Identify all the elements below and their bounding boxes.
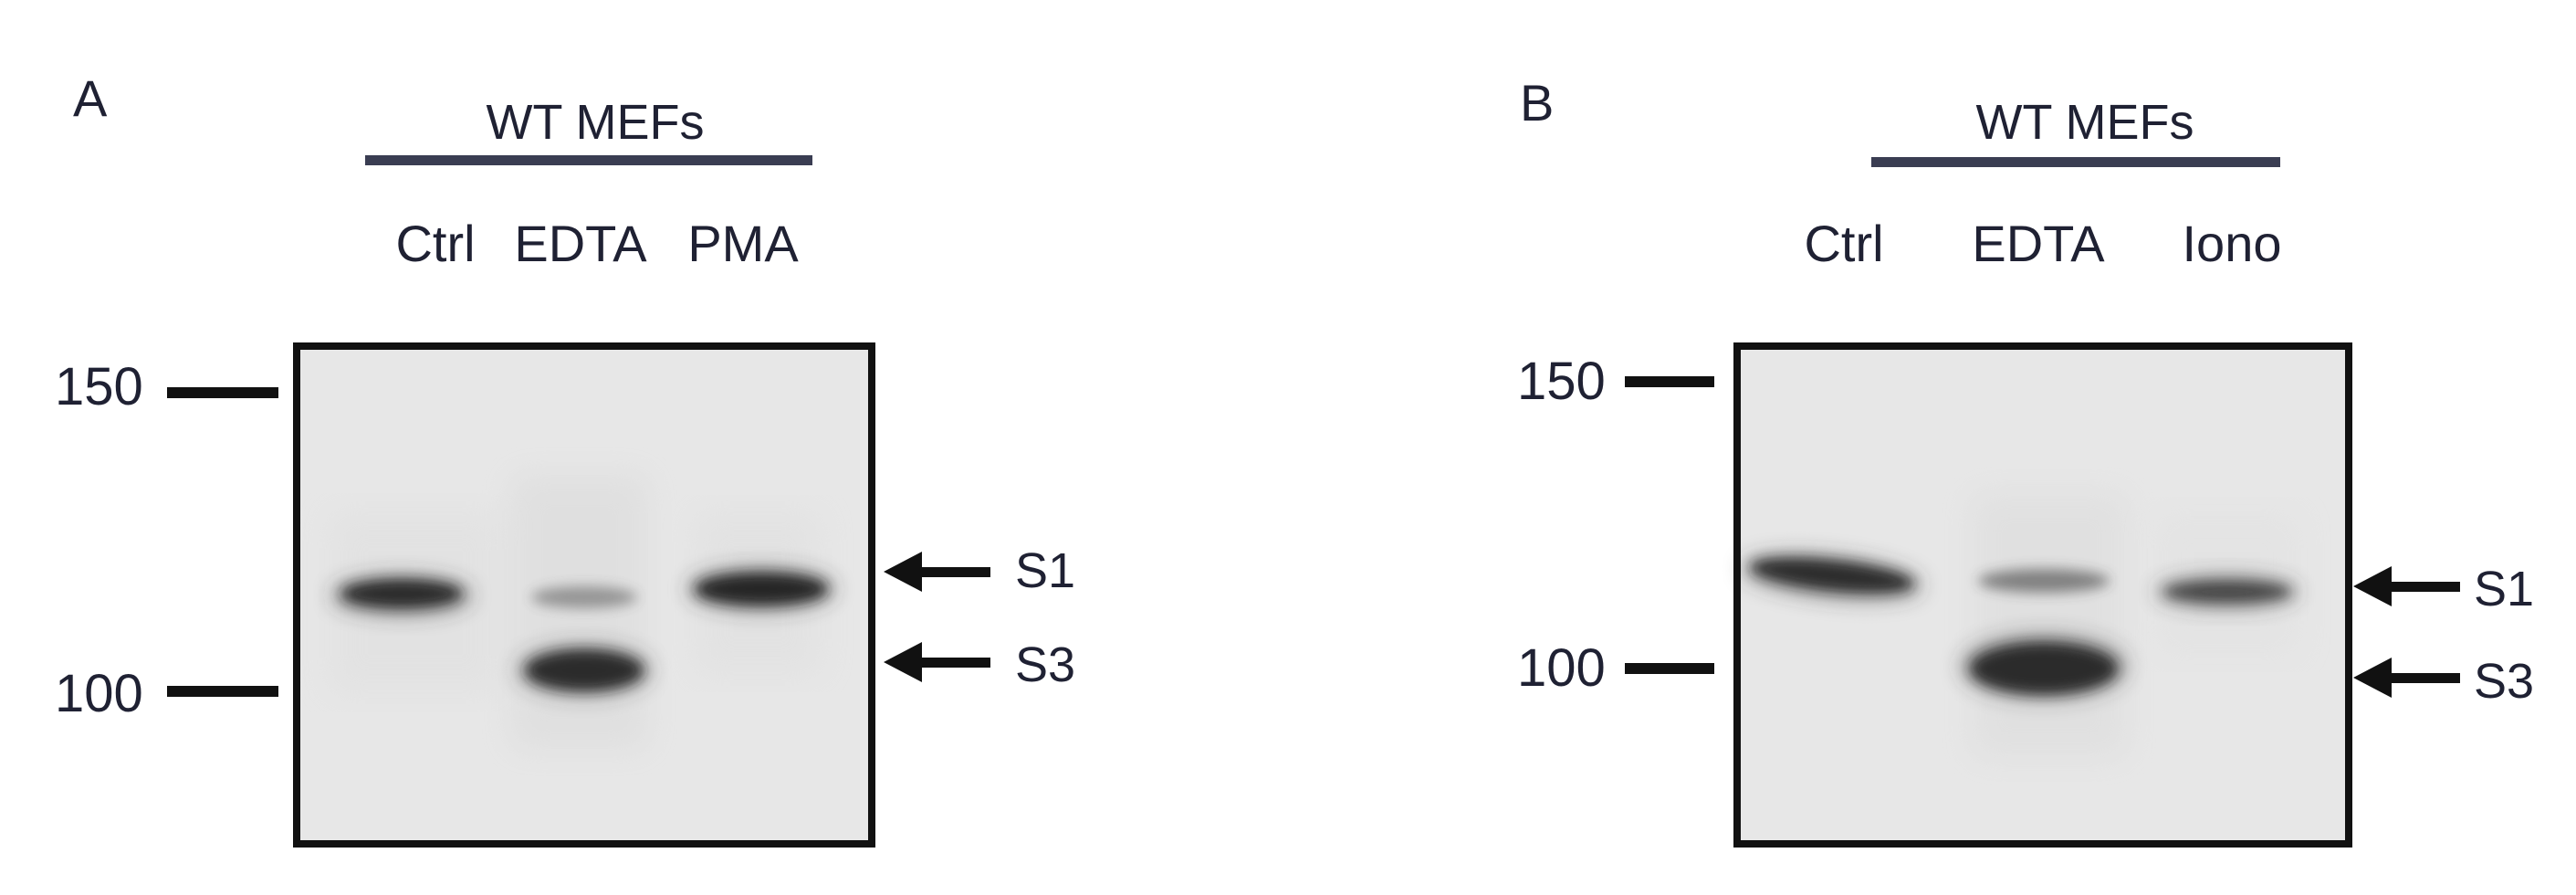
arrow-left-icon [2353,566,2460,606]
arrow-left-icon [2353,658,2460,698]
band-s1 [531,586,637,608]
marker-tick [167,387,278,398]
blot-image [1733,342,2352,848]
lane-smear [1972,493,2127,758]
group-label: WT MEFs [1976,95,2194,150]
band-s3 [526,650,643,690]
panel-b: B WT MEFs Ctrl EDTA Iono 150 100 [1517,74,2534,848]
lane-label: PMA [687,215,799,272]
panel-letter: A [73,69,108,127]
panel-letter: B [1520,74,1554,132]
band-s1 [1978,569,2110,593]
marker-label: 150 [1517,352,1606,411]
arrow-left-icon [884,552,990,592]
band-s1 [1750,558,1914,593]
band-s1 [2163,581,2291,603]
blot-image [293,342,875,848]
lane-label: Ctrl [395,215,475,272]
band-s3 [1971,643,2117,694]
group-bracket [365,155,812,165]
marker-tick [1625,663,1714,674]
panel-a: A WT MEFs Ctrl EDTA PMA 150 [55,69,1075,848]
marker-label: 100 [1517,638,1606,698]
lane-smear [511,475,648,749]
group-label: WT MEFs [487,95,705,150]
marker-tick [167,686,278,697]
band-label: S1 [1015,543,1075,598]
lane-label: Ctrl [1804,215,1883,272]
blot-frame [1733,342,2352,848]
lane-label: EDTA [514,215,647,272]
marker-label: 150 [55,357,143,416]
band-label: S3 [2474,654,2534,709]
arrow-left-icon [884,642,990,682]
marker-label: 100 [55,664,143,723]
lane-label: EDTA [1972,215,2105,272]
lane-label: Iono [2183,215,2282,272]
band-s1 [341,580,462,607]
blot-frame [293,342,875,848]
band-s1 [696,574,827,605]
band-label: S3 [1015,637,1075,692]
band-label: S1 [2474,562,2534,616]
group-bracket [1871,157,2280,167]
marker-tick [1625,376,1714,387]
